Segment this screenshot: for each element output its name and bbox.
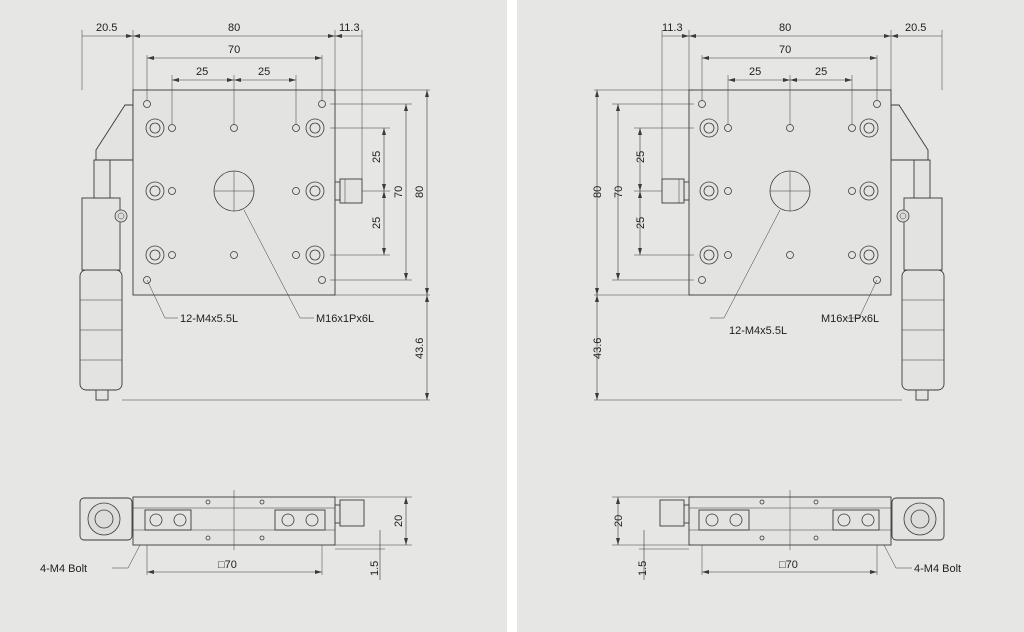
- leaders: 12-M4x5.5L M16x1Px6L: [146, 209, 374, 325]
- right-drawing: 11.3 80 20.5 70 25 25 25 25 70 80 43.6 1…: [592, 22, 961, 580]
- label-bolts: 4-M4 Bolt: [40, 563, 87, 575]
- r-dim-vertical-pitch-b: 25: [635, 217, 647, 229]
- dim-vertical-span: 70: [393, 186, 405, 198]
- left-drawing-panel: 20.5 80 11.3 70 25 25: [0, 0, 507, 632]
- r-dim-height-outer: 80: [592, 186, 604, 198]
- right-dimensions: 25 25 70 80 43.6: [122, 89, 430, 401]
- r-dim-overall-height: 43.6: [592, 338, 604, 359]
- r-dim-width-outer: 80: [779, 22, 791, 34]
- left-drawing: 20.5 80 11.3 70 25 25: [40, 22, 430, 580]
- dim-height-outer: 80: [414, 186, 426, 198]
- r-side-dim-height: 20: [613, 515, 625, 527]
- lock-screw: [334, 178, 363, 204]
- r-label-center-hole: M16x1Px6L: [821, 313, 879, 325]
- r-dim-pitch-b: 25: [815, 66, 827, 78]
- r-side-dim-base: 1.5: [637, 561, 649, 576]
- dim-pitch-b: 25: [258, 66, 270, 78]
- mirrored-geometry: [594, 30, 945, 580]
- dim-overall-height: 43.6: [414, 338, 426, 359]
- label-center-hole: M16x1Px6L: [316, 313, 374, 325]
- r-dim-left-offset: 20.5: [905, 22, 926, 34]
- dim-pitch-a: 25: [196, 66, 208, 78]
- dim-width-outer: 80: [228, 22, 240, 34]
- dim-right-offset: 11.3: [339, 22, 360, 34]
- right-panel-labels: 11.3 80 20.5 70 25 25 25 25 70 80 43.6 1…: [592, 22, 961, 576]
- r-label-bolts: 4-M4 Bolt: [914, 563, 961, 575]
- side-dim-base: 1.5: [369, 561, 381, 576]
- dim-hole-span: 70: [228, 44, 240, 56]
- r-side-dim-square: □70: [779, 559, 798, 571]
- dim-vertical-pitch-a: 25: [371, 151, 383, 163]
- micrometer-handle: [79, 104, 134, 401]
- dim-vertical-pitch-b: 25: [371, 217, 383, 229]
- panel-divider: [507, 0, 517, 632]
- top-dimensions: 20.5 80 11.3 70 25 25: [81, 22, 363, 180]
- r-dim-vertical-pitch-a: 25: [635, 151, 647, 163]
- r-dim-vertical-span: 70: [613, 186, 625, 198]
- r-dim-pitch-a: 25: [749, 66, 761, 78]
- side-dim-square: □70: [218, 559, 237, 571]
- r-dim-right-offset: 11.3: [662, 22, 683, 34]
- mounting-holes: [143, 100, 326, 284]
- dim-left-offset: 20.5: [96, 22, 117, 34]
- label-holes: 12-M4x5.5L: [180, 313, 238, 325]
- r-dim-hole-span: 70: [779, 44, 791, 56]
- r-label-holes: 12-M4x5.5L: [729, 325, 787, 337]
- side-dim-height: 20: [393, 515, 405, 527]
- right-drawing-panel: 11.3 80 20.5 70 25 25 25 25 70 80 43.6 1…: [517, 0, 1024, 632]
- side-view: 20 1.5 □70 4-M4 Bolt: [40, 490, 412, 580]
